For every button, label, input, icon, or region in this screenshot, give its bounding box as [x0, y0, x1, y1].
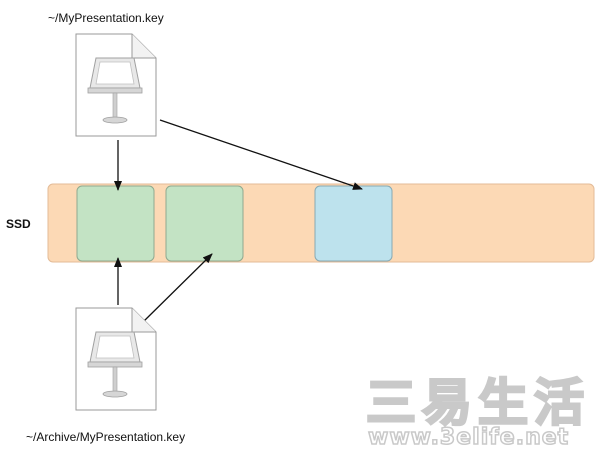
- shared-block-1: [76, 185, 155, 262]
- watermark-chinese: 三易生活: [366, 374, 590, 432]
- top-file-label: ~/MyPresentation.key: [48, 11, 164, 25]
- bottom-file-label: ~/Archive/MyPresentation.key: [26, 430, 185, 444]
- arrow-bottom-to-block-2: [142, 253, 213, 323]
- shared-block-2: [165, 185, 244, 262]
- new-block: [314, 185, 393, 262]
- arrow-top-to-new-block: [159, 119, 363, 190]
- ssd-label: SSD: [6, 217, 31, 231]
- watermark-url: www.3elife.net: [368, 425, 569, 450]
- top-file-keynote-icon: [75, 33, 157, 137]
- bottom-file-keynote-icon: [75, 307, 157, 411]
